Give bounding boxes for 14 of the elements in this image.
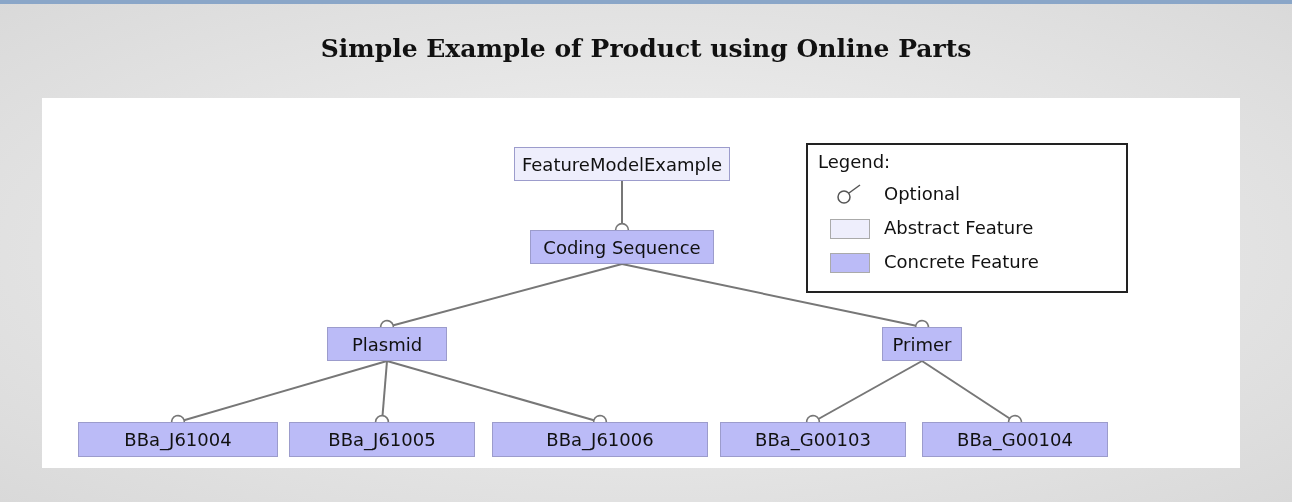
concrete-feature-box: BBa_J61005 bbox=[289, 422, 475, 457]
diagram-title: Simple Example of Product using Online Parts bbox=[319, 34, 973, 63]
concrete-feature-box: Primer bbox=[882, 327, 962, 361]
legend-heading: Legend: bbox=[818, 151, 891, 172]
concrete-feature-box: BBa_J61006 bbox=[492, 422, 708, 457]
abstract-feature-box: FeatureModelExample bbox=[514, 147, 730, 181]
concrete-feature-box: Plasmid bbox=[327, 327, 447, 361]
legend-label: Abstract Feature bbox=[884, 217, 1034, 238]
legend-label: Concrete Feature bbox=[884, 251, 1039, 272]
concrete-feature-box: BBa_G00103 bbox=[720, 422, 906, 457]
concrete-feature-box: BBa_G00104 bbox=[922, 422, 1108, 457]
concrete-feature-box: BBa_J61004 bbox=[78, 422, 278, 457]
concrete-feature-box: Coding Sequence bbox=[530, 230, 714, 264]
legend-label: Optional bbox=[884, 183, 961, 204]
